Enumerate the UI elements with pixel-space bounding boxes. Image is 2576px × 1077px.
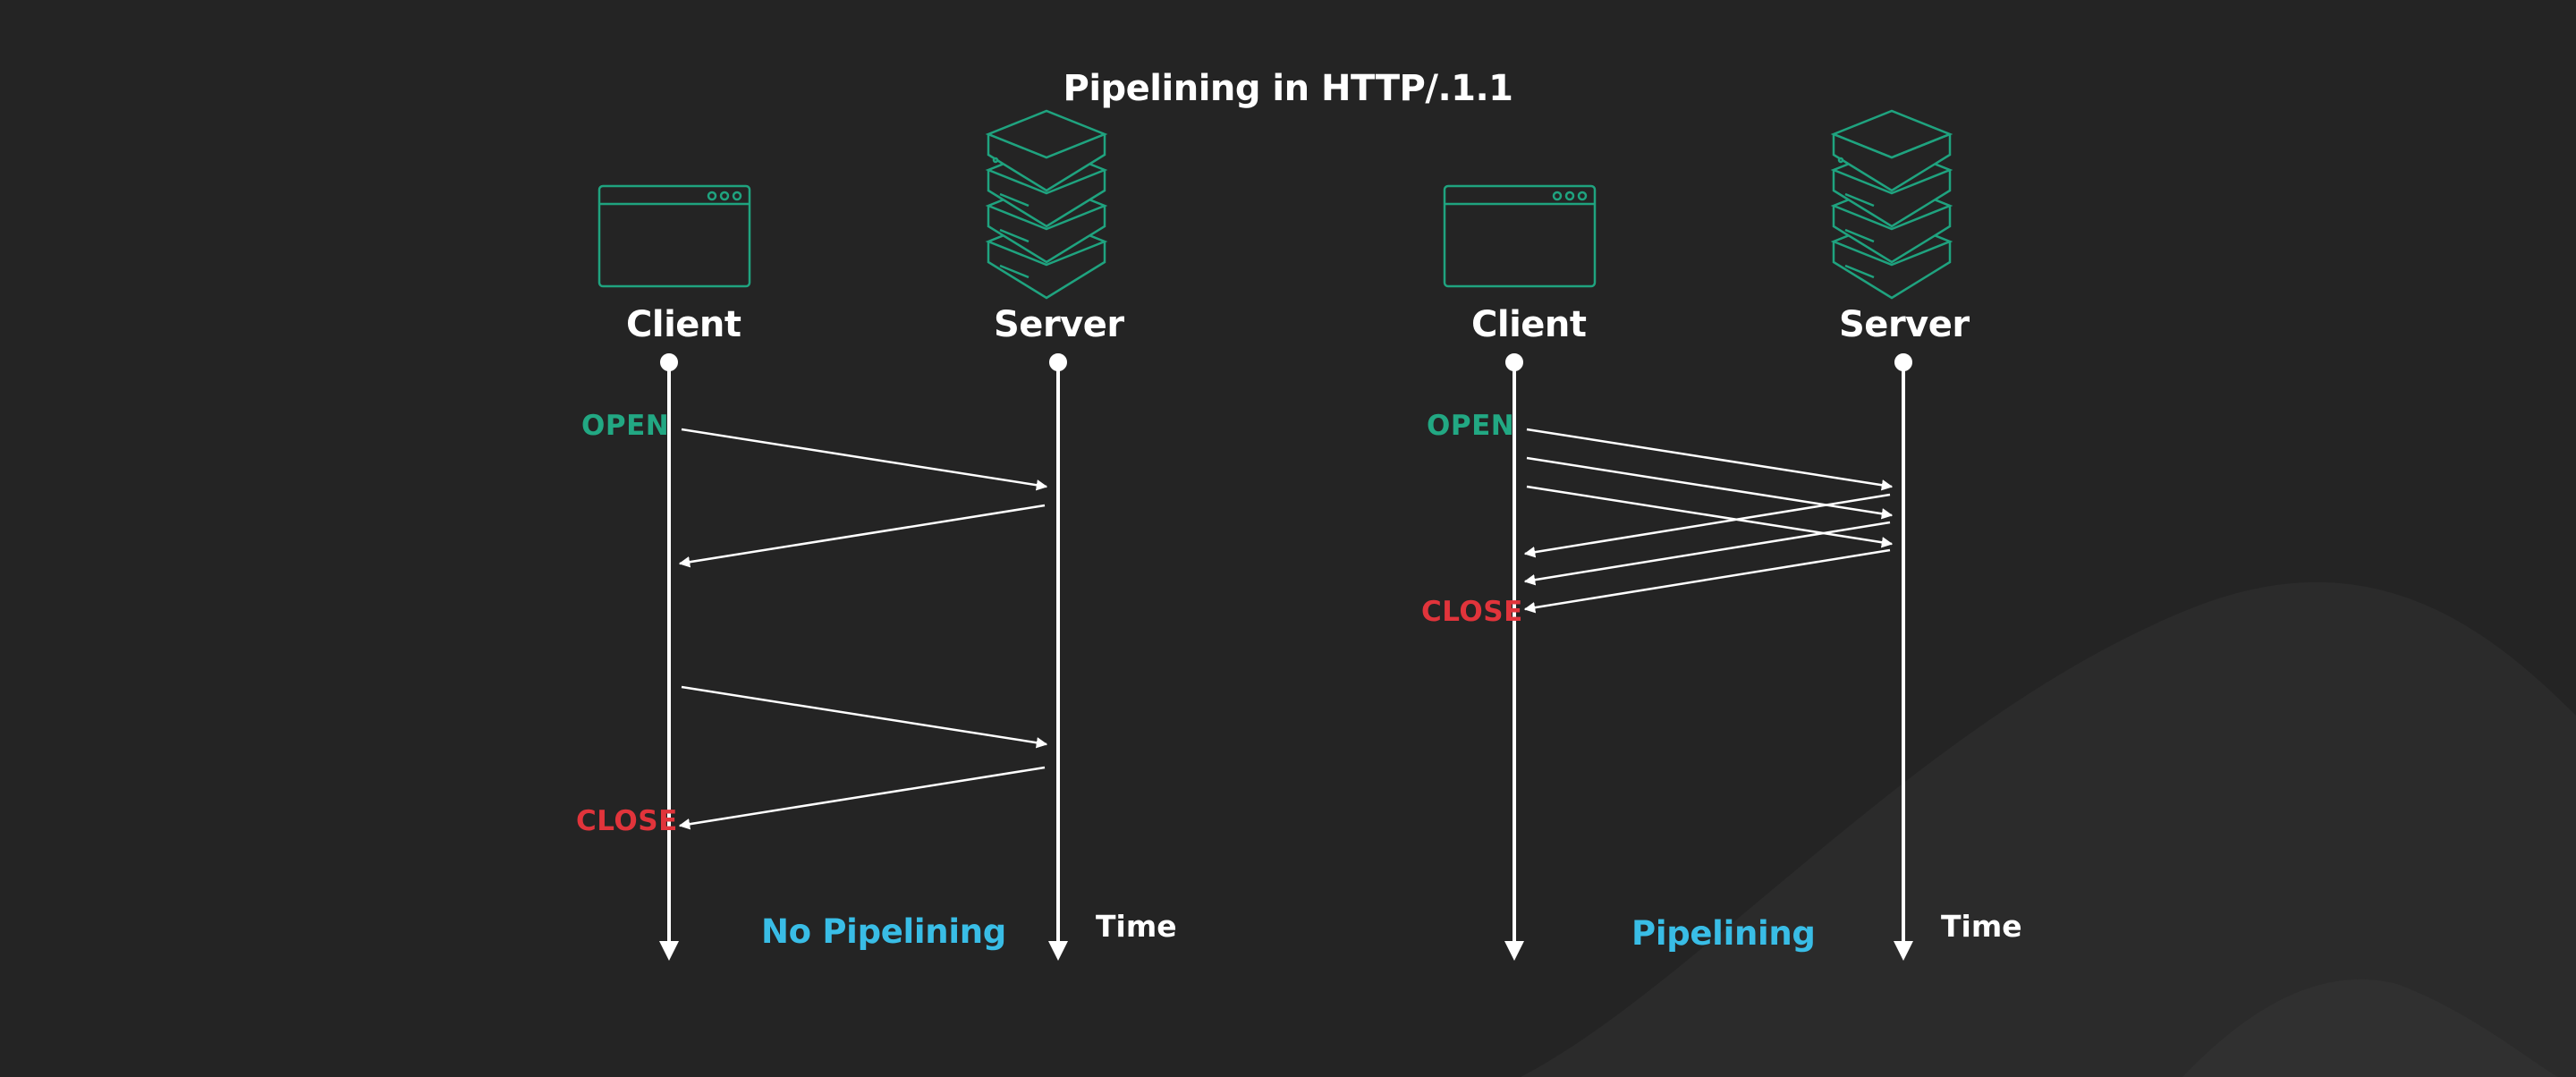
panel-pipelining xyxy=(1443,109,1953,961)
server-lifeline-arrow xyxy=(1048,941,1068,961)
request-arrow xyxy=(1526,485,1894,548)
client-label: Client xyxy=(626,304,741,345)
client-lifeline-arrow xyxy=(659,941,679,961)
request-arrow xyxy=(681,428,1048,491)
panel-no-pipelining xyxy=(597,109,1108,961)
response-arrow xyxy=(1523,493,1891,558)
response-arrow xyxy=(678,766,1046,830)
request-arrow xyxy=(1526,428,1894,491)
time-label: Time xyxy=(1096,909,1177,944)
open-label: OPEN xyxy=(581,410,670,442)
server-stack-icon xyxy=(1830,109,1953,300)
close-label: CLOSE xyxy=(1421,596,1523,628)
caption-pipelining: Pipelining xyxy=(1631,914,1816,953)
page-title: Pipelining in HTTP/.1.1 xyxy=(1063,68,1514,109)
request-arrow xyxy=(681,685,1048,749)
server-lifeline-arrow xyxy=(1894,941,1913,961)
response-arrow xyxy=(1523,521,1891,586)
server-label: Server xyxy=(1839,304,1970,345)
response-arrow xyxy=(1523,548,1891,614)
client-lifeline-arrow xyxy=(1504,941,1524,961)
close-label: CLOSE xyxy=(576,805,678,837)
response-arrow xyxy=(678,504,1046,568)
time-label: Time xyxy=(1941,909,2022,944)
open-label: OPEN xyxy=(1427,410,1515,442)
caption-no-pipelining: No Pipelining xyxy=(761,912,1006,951)
request-arrow xyxy=(1526,456,1894,520)
browser-window-icon xyxy=(1443,184,1597,288)
server-label: Server xyxy=(994,304,1124,345)
server-stack-icon xyxy=(985,109,1108,300)
client-label: Client xyxy=(1471,304,1587,345)
browser-window-icon xyxy=(597,184,751,288)
